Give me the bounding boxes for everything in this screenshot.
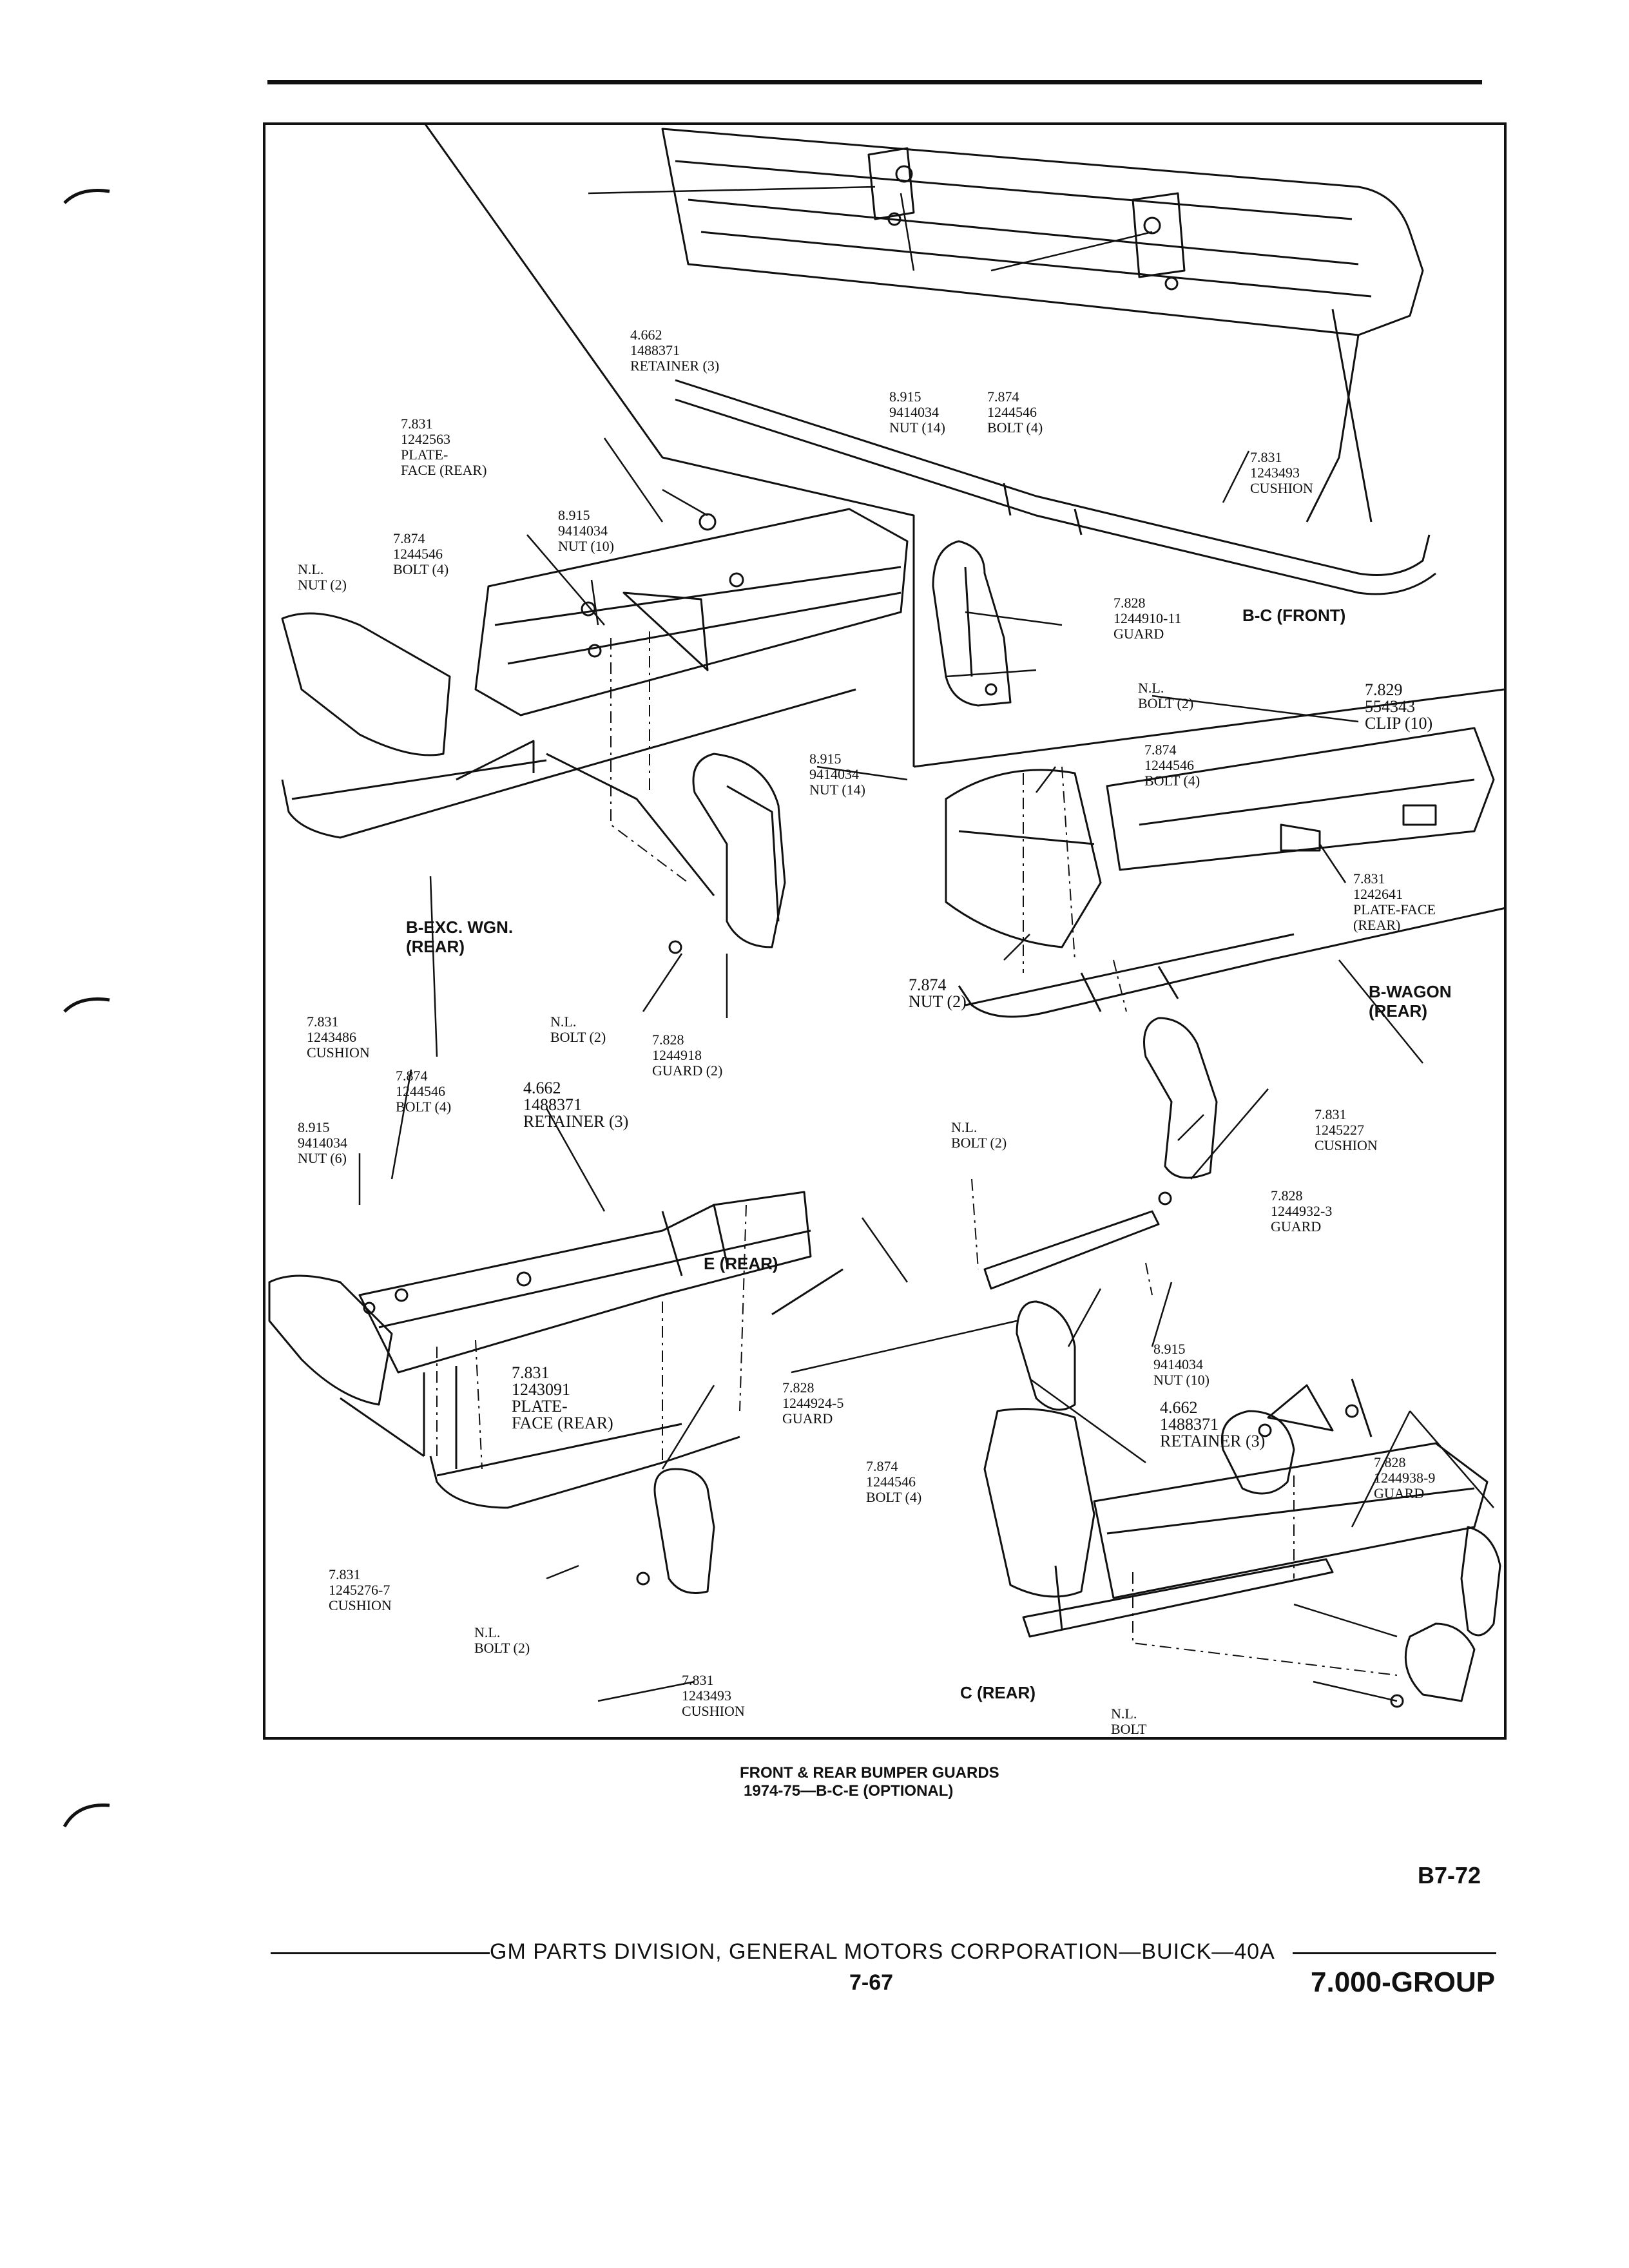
footer-rule-right [1293, 1952, 1496, 1954]
footer-page-number: 7-67 [849, 1970, 894, 1995]
bwagon-rear-bumper [945, 727, 1507, 1206]
section-label-e-rear: E (REAR) [704, 1254, 778, 1273]
caption-subtitle: 1974-75—B-C-E (OPTIONAL) [744, 1782, 954, 1800]
callout-nl-bolt-bexc: N.L.BOLT (2) [550, 1014, 606, 1045]
bc-front-bumper [661, 128, 1436, 707]
callout-nl-bolt-e: N.L.BOLT (2) [474, 1624, 530, 1656]
footer-division: GM PARTS DIVISION, GENERAL MOTORS CORPOR… [490, 1939, 1275, 1964]
bexc-wgn-rear-bumper [281, 508, 909, 954]
section-label-bexc-wgn: B-EXC. WGN. (REAR) [406, 918, 514, 956]
section-label-bwagon: B-WAGON (REAR) [1369, 982, 1452, 1021]
section-label-bc-front: B-C (FRONT) [1242, 606, 1346, 625]
figure-number: B7-72 [1418, 1862, 1481, 1888]
binding-mark-1 [63, 188, 110, 204]
callout-nl-bolt-bc-front: N.L.BOLT (2) [1138, 680, 1194, 711]
footer-group: 7.000-GROUP [1311, 1966, 1496, 1998]
bumper-guard-exploded-view [268, 122, 1507, 1708]
figure-caption: FRONT & REAR BUMPER GUARDS 1974-75—B-C-E… [740, 1764, 999, 1800]
c-rear-bumper [983, 1300, 1501, 1708]
illustration-frame [263, 122, 1507, 1740]
callout-nl-bolt-bwagon: N.L.BOLT (2) [951, 1119, 1007, 1151]
caption-title: FRONT & REAR BUMPER GUARDS [740, 1764, 999, 1782]
binding-mark-3 [63, 1803, 110, 1828]
section-label-c-rear: C (REAR) [960, 1683, 1036, 1702]
callout-nl-bolt-c: N.L.BOLT [1111, 1706, 1147, 1737]
binding-mark-2 [63, 997, 110, 1013]
e-rear-bumper [268, 1191, 1160, 1594]
footer-rule-left [271, 1952, 490, 1954]
callout-nl-nut-bexc: N.L.NUT (2) [298, 561, 347, 593]
top-rule [267, 80, 1482, 84]
